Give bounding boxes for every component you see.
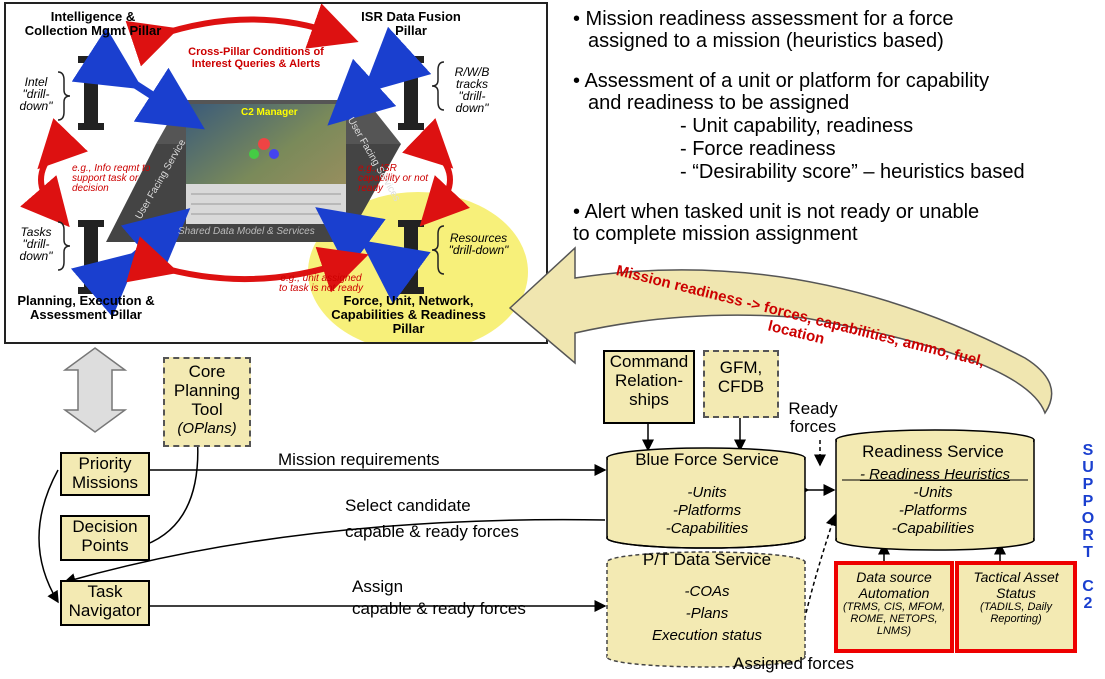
automation-title: Data source Automation xyxy=(856,569,932,601)
mission-requirements-label: Mission requirements xyxy=(278,450,440,469)
c2-pillars-panel: Intelligence & Collection Mgmt Pillar IS… xyxy=(4,2,548,344)
bullet-3-line2: to complete mission assignment xyxy=(573,223,858,245)
tactical-title: Tactical Asset Status xyxy=(973,569,1059,601)
command-relationships-box[interactable]: Command Relation-ships xyxy=(603,350,695,424)
tasks-drilldown: Tasks "drill-down" xyxy=(19,225,53,263)
data-model-label: Shared Data Model & Services xyxy=(178,226,315,237)
core-planning-tool-box[interactable]: Core Planning Tool (OPlans) xyxy=(163,357,251,447)
core-planning-sub: (OPlans) xyxy=(177,420,237,437)
select-candidate-label: Select candidate xyxy=(345,496,471,515)
flow-connectors xyxy=(38,347,1035,668)
ready-forces-label: Ready forces xyxy=(788,399,838,436)
panel-graphics xyxy=(20,4,528,342)
sub-bullet-2: - Force readiness xyxy=(680,138,836,160)
planning-pillar-title: Planning, Execution & Assessment Pillar xyxy=(17,293,155,322)
readiness-item-capabilities: -Capabilities xyxy=(891,520,975,537)
task-navigator-box[interactable]: Task Navigator xyxy=(60,580,150,626)
readiness-title: Readiness Service xyxy=(862,442,1004,461)
bullet-1-line1: • Mission readiness assessment for a for… xyxy=(573,8,954,30)
bullet-2-line2: and readiness to be assigned xyxy=(588,92,850,114)
tactical-sub: (TADILS, Daily Reporting) xyxy=(980,601,1052,625)
pt-data-item-coas: -COAs xyxy=(684,583,730,600)
readiness-cylinder xyxy=(835,429,1035,551)
sub-bullet-3: - “Desirability score” – heuristics base… xyxy=(680,161,1025,183)
pt-data-title: P/T Data Service xyxy=(642,550,772,569)
capable-ready-label-1: capable & ready forces xyxy=(345,522,519,541)
isr-pillar-title: ISR Data Fusion Pillar xyxy=(361,9,461,38)
gfm-cfdb-box[interactable]: GFM, CFDB xyxy=(703,350,779,418)
sub-bullet-1: - Unit capability, readiness xyxy=(680,115,914,137)
intel-drilldown: Intel "drill-down" xyxy=(19,75,53,113)
assign-label: Assign xyxy=(352,577,404,596)
isr-example: e.g., ISR capability or not ready xyxy=(358,163,429,194)
readiness-heuristics: - Readiness Heuristics xyxy=(859,466,1011,483)
capable-ready-label-2: capable & ready forces xyxy=(352,599,526,618)
bullet-3-line1: • Alert when tasked unit is not ready or… xyxy=(573,201,980,223)
intel-req-example: e.g., Info reqmt to support task or deci… xyxy=(72,163,151,194)
blue-force-cylinder xyxy=(606,447,806,549)
blue-force-item-platforms: -Platforms xyxy=(672,502,742,519)
pt-data-cylinder xyxy=(606,551,806,668)
pt-data-item-status: Execution status xyxy=(651,627,763,644)
force-pillar-title: Force, Unit, Network, Capabilities & Rea… xyxy=(331,293,486,336)
assigned-forces-label: Assigned forces xyxy=(733,654,854,673)
bullet-1-line2: assigned to a mission (heuristics based) xyxy=(588,30,944,52)
c2-manager-label: C2 Manager xyxy=(241,107,298,118)
bullet-2-line1: • Assessment of a unit or platform for c… xyxy=(573,70,990,92)
blue-force-item-capabilities: -Capabilities xyxy=(665,520,749,537)
resources-drilldown: Resources "drill-down" xyxy=(448,231,509,257)
tracks-drilldown: R/W/B tracks "drill-down" xyxy=(454,65,490,115)
unit-example: e.g., unit assigned to task is not ready xyxy=(279,273,363,294)
decision-points-box[interactable]: Decision Points xyxy=(60,515,150,561)
blue-force-title: Blue Force Service xyxy=(635,450,779,469)
cross-pillar-label: Cross-Pillar Conditions of Interest Quer… xyxy=(188,46,324,70)
data-source-automation-box[interactable]: Data source Automation (TRMS, CIS, MFOM,… xyxy=(834,561,954,653)
blue-force-item-units: -Units xyxy=(687,484,727,501)
readiness-item-platforms: -Platforms xyxy=(898,502,968,519)
intel-pillar-title: Intelligence & Collection Mgmt Pillar xyxy=(24,9,162,38)
priority-missions-box[interactable]: Priority Missions xyxy=(60,452,150,496)
mission-readiness-arrow xyxy=(508,246,1053,415)
core-planning-label: Core Planning Tool xyxy=(173,362,241,419)
automation-sub: (TRMS, CIS, MFOM, ROME, NETOPS, LNMS) xyxy=(842,601,946,637)
pt-data-item-plans: -Plans xyxy=(685,605,729,622)
tactical-asset-status-box[interactable]: Tactical Asset Status (TADILS, Daily Rep… xyxy=(955,561,1077,653)
readiness-item-units: -Units xyxy=(913,484,953,501)
